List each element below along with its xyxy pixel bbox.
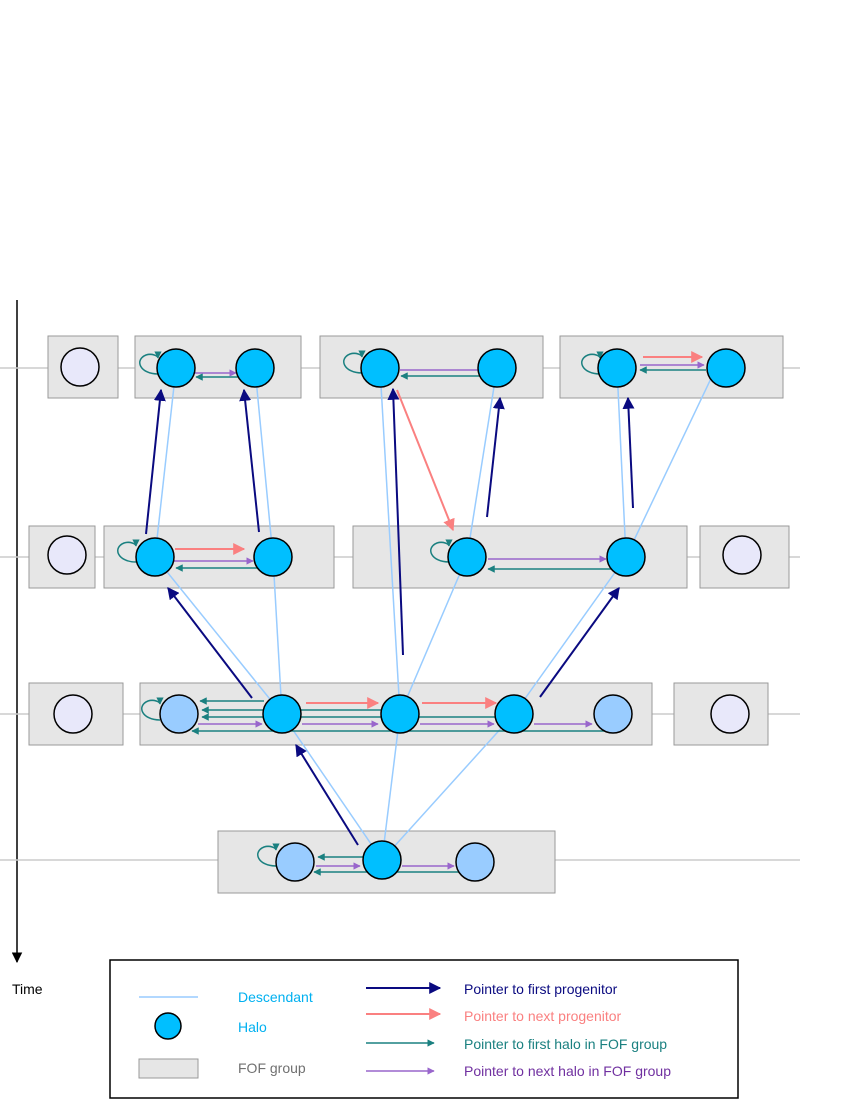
subhalo [593,694,633,734]
isolated-halo [53,694,93,734]
first-halo-in-fof-pointers [117,350,706,876]
first-progenitor-pointer [387,387,404,656]
descendant-link [513,556,627,715]
first-halo-self-loop [141,697,164,721]
snapshot-lines [0,367,800,861]
first-progenitor-pointers [145,387,635,846]
first-progenitor-pointer [145,388,166,535]
halo [362,840,402,880]
descendant-links [154,367,717,861]
legend-fof-swatch [138,1058,199,1079]
first-halo-self-loop [343,350,366,374]
halo [477,348,517,388]
halo [494,694,534,734]
next-halo-in-fof-pointers [174,361,705,870]
isolated-halo [60,347,100,387]
halo [606,537,646,577]
light-halos [159,694,633,882]
halo [262,694,302,734]
descendant-link [381,713,515,861]
subhalo [159,694,199,734]
next-progenitor-pointers [175,351,704,709]
next-progenitor-pointer [396,389,455,532]
descendant-link [381,713,401,861]
halo [235,348,275,388]
first-halo-self-loop [139,351,162,375]
legend-halo-swatch [154,1012,182,1040]
halo [597,348,637,388]
isolated-halo [722,535,762,575]
first-progenitor-pointer [167,587,253,699]
first-halo-self-loop [117,539,140,563]
descendant-link [254,367,274,558]
fof-groups [28,335,790,894]
legend-first-halo-label: Pointer to first halo in FOF group [464,1036,667,1052]
descendant-link [154,367,177,558]
descendant-link [154,556,283,715]
isolated-halo [47,535,87,575]
first-progenitor-pointer [486,396,505,518]
halo [447,537,487,577]
fof-group [559,335,784,399]
descendant-link [281,713,383,861]
subhalo [275,842,315,882]
descendant-link [616,367,627,558]
descendant-link [379,367,401,715]
first-halo-self-loop [581,351,604,375]
time-axis-label: Time [12,981,43,997]
subhalo [455,842,495,882]
halo [253,537,293,577]
legend-halo-label: Halo [238,1019,267,1035]
halo [360,348,400,388]
halo [135,537,175,577]
halo [380,694,420,734]
descendant-link [272,556,283,715]
legend-descendant-label: Descendant [238,989,313,1005]
descendant-link [399,556,468,715]
first-progenitor-pointer [539,587,620,698]
halo [156,348,196,388]
isolated-halo [710,694,750,734]
descendant-link [625,367,717,558]
legend: Descendant Halo FOF group Pointer to fir… [109,959,739,1099]
legend-first-progenitor-label: Pointer to first progenitor [464,981,618,997]
first-progenitor-pointer [239,388,260,533]
legend-fof-label: FOF group [238,1060,306,1076]
legend-box [109,959,739,1099]
descendant-link [466,367,498,558]
first-progenitor-pointer [295,743,359,846]
halo [706,348,746,388]
isolated-halos [47,347,762,734]
halos [135,348,746,880]
first-halo-self-loop [257,843,280,867]
first-halo-self-loop [430,539,453,563]
legend-next-progenitor-label: Pointer to next progenitor [464,1008,622,1024]
legend-next-halo-label: Pointer to next halo in FOF group [464,1063,671,1079]
first-progenitor-pointer [622,396,635,509]
